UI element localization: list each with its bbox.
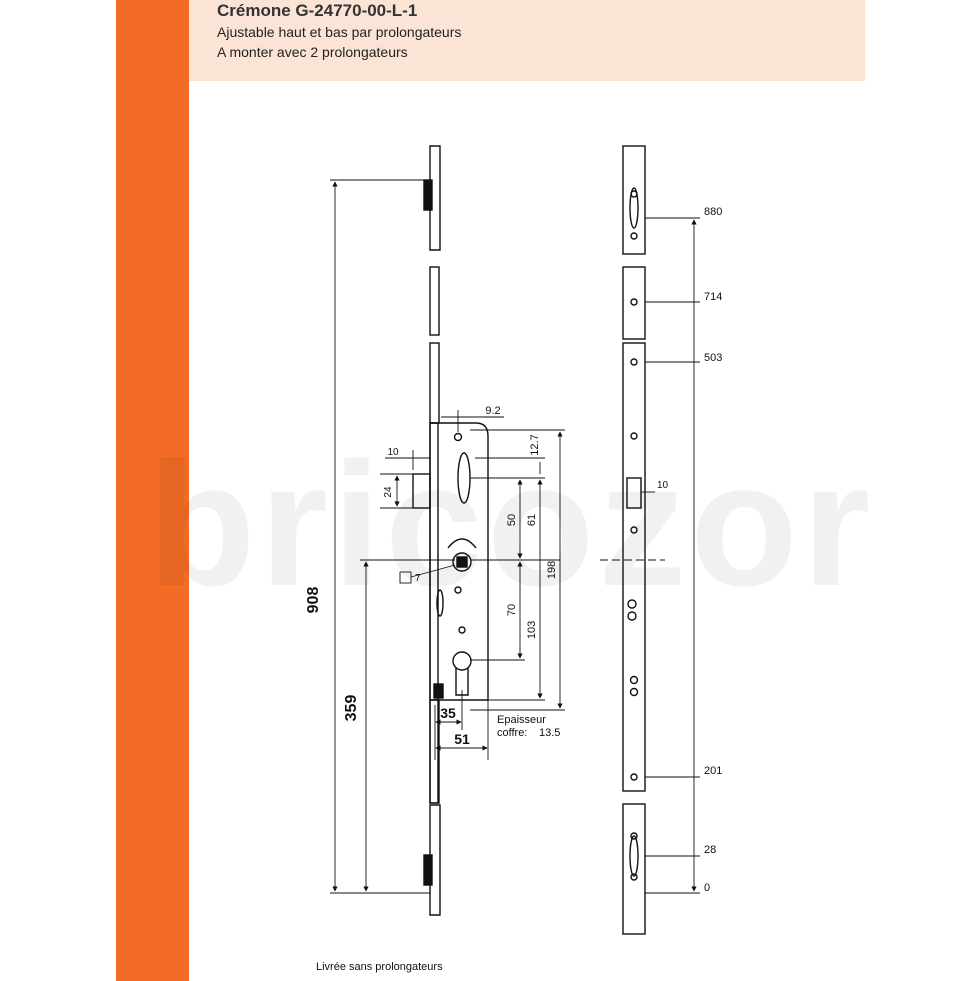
face-plate xyxy=(429,422,439,804)
subtitle-mounting: A monter avec 2 prolongateurs xyxy=(217,44,408,60)
dim-908: 908 xyxy=(305,587,322,614)
pos-714: 714 xyxy=(704,291,722,303)
lock-case xyxy=(429,422,489,701)
dim-70: 70 xyxy=(506,604,518,616)
spindle-hole xyxy=(452,552,472,572)
side-dimensions xyxy=(600,217,700,894)
header-banner: Crémone G-24770-00-L-1 Ajustable haut et… xyxy=(189,0,865,81)
case-thickness-value: 13.5 xyxy=(539,727,560,739)
dim-10-latch: 10 xyxy=(387,447,399,458)
case-thickness-label-2: coffre: xyxy=(497,727,527,739)
front-rod-upper xyxy=(429,342,440,424)
front-rod-segment xyxy=(429,266,440,336)
side-bottom-rod xyxy=(622,803,646,935)
pos-880: 880 xyxy=(704,206,722,218)
side-body xyxy=(622,342,646,792)
dim-9-2: 9.2 xyxy=(485,405,500,417)
footnote: Livrée sans prolongateurs xyxy=(316,961,443,973)
lower-screw xyxy=(458,626,466,634)
cylinder-round xyxy=(452,651,472,671)
latch-bolt xyxy=(412,473,431,509)
lever-arc xyxy=(447,538,477,549)
side-dimension-labels: 880 714 503 10 201 28 0 xyxy=(657,206,722,894)
dim-square-7: 7 xyxy=(415,573,421,584)
dim-12-7: 12.7 xyxy=(529,434,541,455)
pos-28: 28 xyxy=(704,844,716,856)
pos-503: 503 xyxy=(704,352,722,364)
front-view xyxy=(412,145,489,916)
front-top-rod xyxy=(429,145,441,251)
front-bottom-tip xyxy=(423,854,433,886)
side-top-rod xyxy=(622,145,646,255)
mid-slot xyxy=(436,589,444,617)
side-offset-10: 10 xyxy=(657,480,669,491)
side-bar xyxy=(116,0,189,981)
dim-103: 103 xyxy=(526,621,538,639)
top-screw xyxy=(453,432,463,442)
dim-50: 50 xyxy=(506,514,518,526)
side-top-slot xyxy=(629,187,639,229)
dim-35: 35 xyxy=(440,705,456,721)
side-latch xyxy=(626,477,642,509)
dim-61: 61 xyxy=(526,514,538,526)
dim-51: 51 xyxy=(454,731,470,747)
pos-0: 0 xyxy=(704,882,710,894)
dim-24: 24 xyxy=(383,486,394,498)
front-dimensions xyxy=(330,179,565,894)
subtitle-adjustable: Ajustable haut et bas par prolongateurs xyxy=(217,24,462,40)
case-thickness-label-1: Epaisseur xyxy=(497,714,546,726)
pos-201: 201 xyxy=(704,765,722,777)
page-title: Crémone G-24770-00-L-1 xyxy=(217,1,418,20)
dim-198: 198 xyxy=(546,561,558,579)
front-top-tip xyxy=(423,179,433,211)
spindle-square xyxy=(456,556,468,568)
side-bottom-slot xyxy=(629,835,639,877)
latch-slot xyxy=(457,452,471,504)
side-rod-segment xyxy=(622,266,646,340)
mid-screw xyxy=(454,586,462,594)
side-view xyxy=(622,145,646,935)
dim-359: 359 xyxy=(343,695,360,722)
front-dimension-labels: 908 359 35 51 9.2 12.7 10 24 50 61 198 7… xyxy=(305,405,560,747)
lower-block xyxy=(433,683,444,699)
front-rod-lower xyxy=(429,699,440,804)
